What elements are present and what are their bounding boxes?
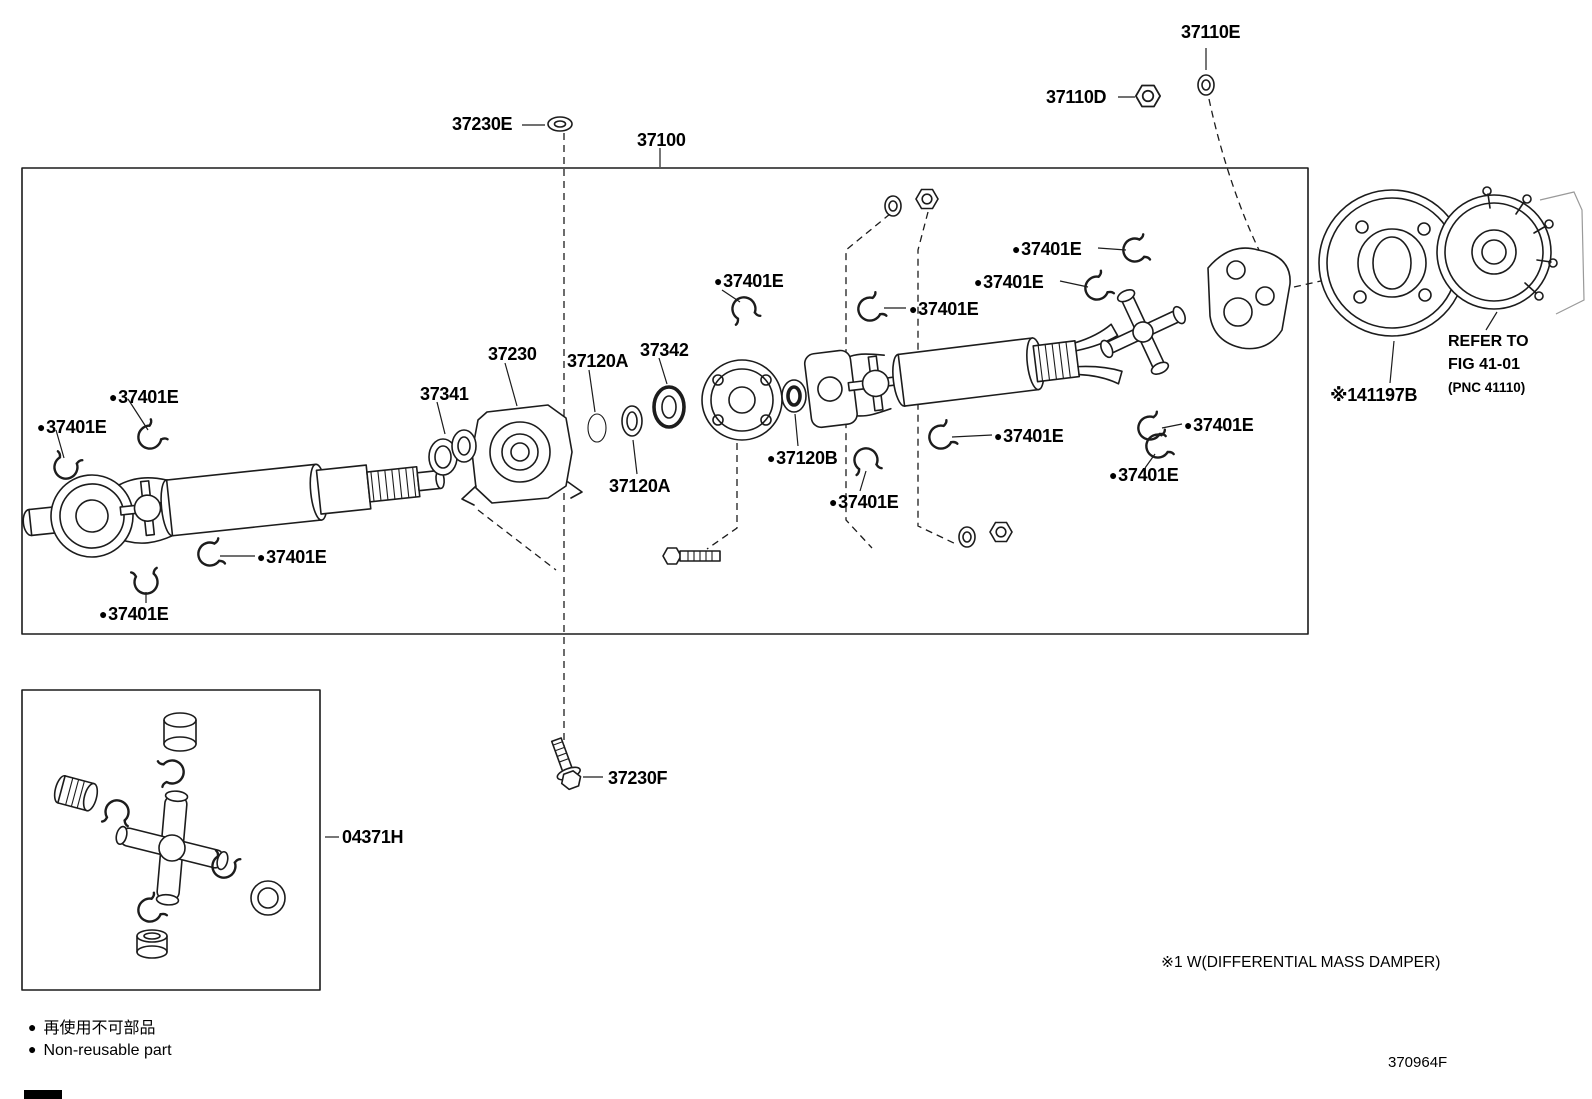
part-label-37401E-7: ●37401E — [1184, 415, 1254, 435]
bolt-drawing — [662, 547, 721, 565]
wheel-studs — [1482, 186, 1558, 301]
non-reusable-mark: ● — [714, 273, 723, 289]
nut-37110D-drawing — [1135, 84, 1161, 108]
non-reusable-mark: ● — [974, 274, 983, 290]
non-reusable-mark: ● — [1184, 417, 1193, 433]
part-label-37401E-5: ●37401E — [109, 387, 179, 407]
non-reusable-mark: ● — [1109, 467, 1118, 483]
leader-lines — [55, 48, 1498, 838]
legend-en: ●Non-reusable part — [28, 1041, 172, 1059]
drawing-code: 370964F — [1388, 1054, 1448, 1071]
seal-37342-drawing — [652, 385, 686, 429]
front-propeller-shaft-drawing — [22, 463, 445, 558]
part-label-37341: 37341 — [420, 384, 469, 404]
hub-drawing — [1436, 186, 1585, 315]
part-label-37401E-6: ●37401E — [37, 417, 107, 437]
non-reusable-mark: ● — [109, 389, 118, 405]
part-label-37110D: 37110D — [1046, 87, 1107, 107]
spider-drawing — [1100, 289, 1186, 375]
part-label-37110E: 37110E — [1181, 22, 1241, 42]
ujoint-kit-drawing — [53, 712, 286, 959]
part-label-37401E-10: ●37401E — [829, 492, 899, 512]
fastener-drawings — [662, 188, 1013, 565]
non-reusable-mark: ● — [28, 1019, 37, 1035]
part-label-04371H: 04371H — [342, 827, 404, 847]
main-assembly-box — [21, 167, 1309, 635]
non-reusable-mark: ● — [1012, 241, 1021, 257]
part-label-37401E-12: ●37401E — [99, 604, 169, 624]
scan-artifact — [24, 1090, 62, 1099]
footnote-ref-mark: ※1 — [1330, 385, 1357, 405]
refer-note-line2: FIG 41-01 — [1448, 356, 1521, 373]
non-reusable-mark: ● — [994, 428, 1003, 444]
non-reusable-mark: ● — [99, 606, 108, 622]
non-reusable-mark: ● — [257, 549, 266, 565]
part-label-37401E-11: ●37401E — [257, 547, 327, 567]
washer-37230E-drawing — [547, 116, 573, 132]
center-flange-drawing — [701, 359, 783, 441]
part-label-37401E-9: ●37401E — [1109, 465, 1179, 485]
part-label-37401E-8: ●37401E — [994, 426, 1064, 446]
part-label-37342: 37342 — [640, 340, 689, 360]
ujoint-kit-box — [21, 689, 321, 991]
companion-flange-drawing — [1207, 247, 1291, 350]
dust-cover-37120A-drawing — [587, 405, 643, 443]
washer-37110E-drawing — [1197, 74, 1215, 96]
brake-backing-plate-drawing — [1318, 189, 1466, 337]
footnote-text: ※1 W(DIFFERENTIAL MASS DAMPER) — [1161, 954, 1441, 971]
part-label-37230: 37230 — [488, 344, 537, 364]
bolt-37230F-drawing — [550, 737, 582, 791]
part-label-37401E-1: ●37401E — [1012, 239, 1082, 259]
part-label-37401E-3: ●37401E — [909, 299, 979, 319]
part-label-37401E-4: ●37401E — [714, 271, 784, 291]
part-label-37100: 37100 — [637, 130, 686, 150]
part-label-41197B: ※141197B — [1330, 385, 1418, 405]
non-reusable-mark: ● — [909, 301, 918, 317]
center-bearing-drawing — [461, 404, 583, 506]
non-reusable-mark: ● — [767, 450, 776, 466]
non-reusable-mark: ● — [28, 1041, 37, 1057]
part-label-37120B: ●37120B — [767, 448, 838, 468]
part-label-37230F: 37230F — [608, 768, 668, 788]
refer-note: REFER TO FIG 41-01 (PNC 41110) — [1448, 330, 1529, 399]
dust-cover-37120B-drawing — [781, 379, 807, 413]
refer-note-line1: REFER TO — [1448, 333, 1529, 350]
part-label-37230E: 37230E — [452, 114, 513, 134]
refer-note-line3: (PNC 41110) — [1448, 380, 1526, 395]
rear-propeller-shaft-drawing — [803, 323, 1123, 429]
part-label-37120A-bottom: 37120A — [609, 476, 671, 496]
non-reusable-mark: ● — [829, 494, 838, 510]
ring-37341-drawing — [428, 429, 477, 476]
legend-jp: ●再使用不可部品 — [28, 1019, 156, 1037]
part-label-37120A-top: 37120A — [567, 351, 629, 371]
part-label-37401E-2: ●37401E — [974, 272, 1044, 292]
non-reusable-mark: ● — [37, 419, 46, 435]
